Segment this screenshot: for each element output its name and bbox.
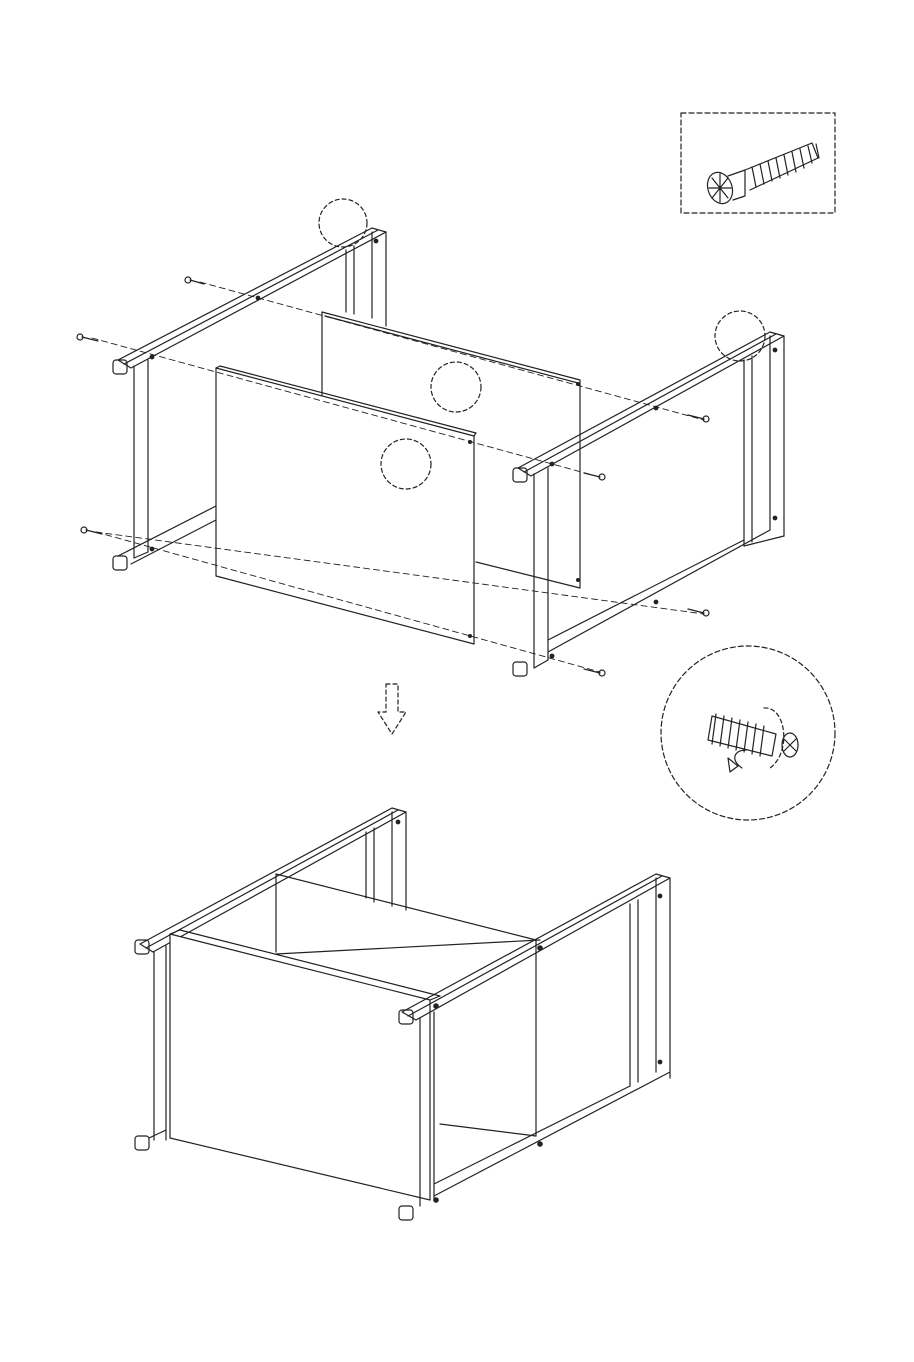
right-frame-bottom-rail bbox=[548, 530, 784, 652]
rotation-detail-callout bbox=[661, 646, 835, 820]
foot-cap bbox=[513, 662, 527, 676]
screw bbox=[77, 334, 98, 341]
foot-cap bbox=[513, 468, 527, 482]
foot-cap bbox=[113, 360, 127, 374]
left-frame-front-leg bbox=[134, 360, 148, 558]
down-arrow-icon bbox=[378, 684, 406, 734]
foot-cap bbox=[113, 556, 127, 570]
screw-rotate-icon bbox=[708, 708, 798, 772]
assembled-view bbox=[135, 808, 670, 1220]
rotation-detail-frame bbox=[661, 646, 835, 820]
screw bbox=[81, 527, 102, 534]
right-frame-front-leg bbox=[534, 468, 548, 668]
screw bbox=[185, 277, 204, 284]
assembled-front-panel bbox=[170, 934, 430, 1200]
right-frame bbox=[513, 311, 784, 676]
screw-detail-callout bbox=[681, 113, 835, 213]
screw-icon bbox=[703, 143, 819, 207]
foot-cap bbox=[135, 1136, 149, 1150]
left-frame-back-post bbox=[372, 232, 386, 326]
exploded-view bbox=[77, 199, 784, 676]
screw bbox=[584, 473, 605, 480]
detail-marker-circle bbox=[431, 362, 481, 412]
screw bbox=[688, 415, 709, 422]
foot-cap bbox=[399, 1206, 413, 1220]
left-frame-bottom-rail bbox=[118, 506, 216, 564]
right-frame-back-post bbox=[770, 336, 784, 536]
screw bbox=[584, 669, 605, 676]
